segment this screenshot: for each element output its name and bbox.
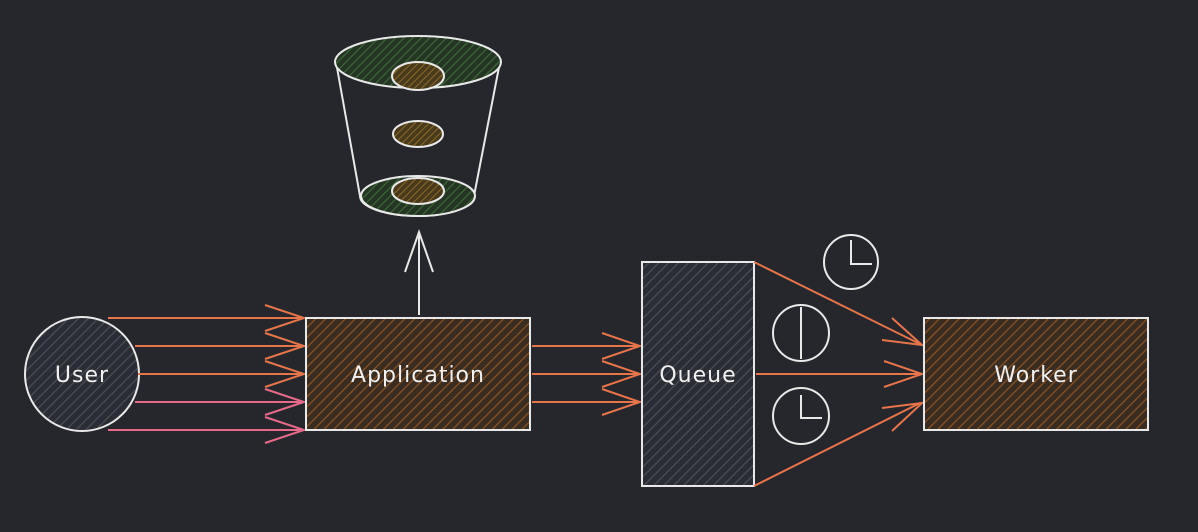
user-node: User [24, 316, 140, 432]
clock-icon [823, 234, 879, 290]
storage-bucket [334, 35, 502, 217]
bucket-disc-bottom [391, 177, 445, 205]
application-node: Application [305, 317, 531, 431]
bucket-disc-top [391, 61, 445, 91]
queue-node: Queue [641, 261, 755, 487]
arrows-application-to-queue [532, 332, 644, 416]
arrows-queue-to-worker [753, 261, 926, 487]
bucket-disc-middle [392, 120, 444, 148]
clock-icon [772, 304, 830, 362]
user-label: User [55, 363, 109, 388]
queue-label: Queue [659, 363, 736, 388]
worker-label: Worker [994, 363, 1078, 388]
arrows-user-to-application [108, 304, 308, 444]
application-label: Application [351, 363, 485, 388]
arrow-application-to-storage [404, 228, 434, 315]
clock-icon [772, 387, 830, 445]
worker-node: Worker [923, 317, 1149, 431]
